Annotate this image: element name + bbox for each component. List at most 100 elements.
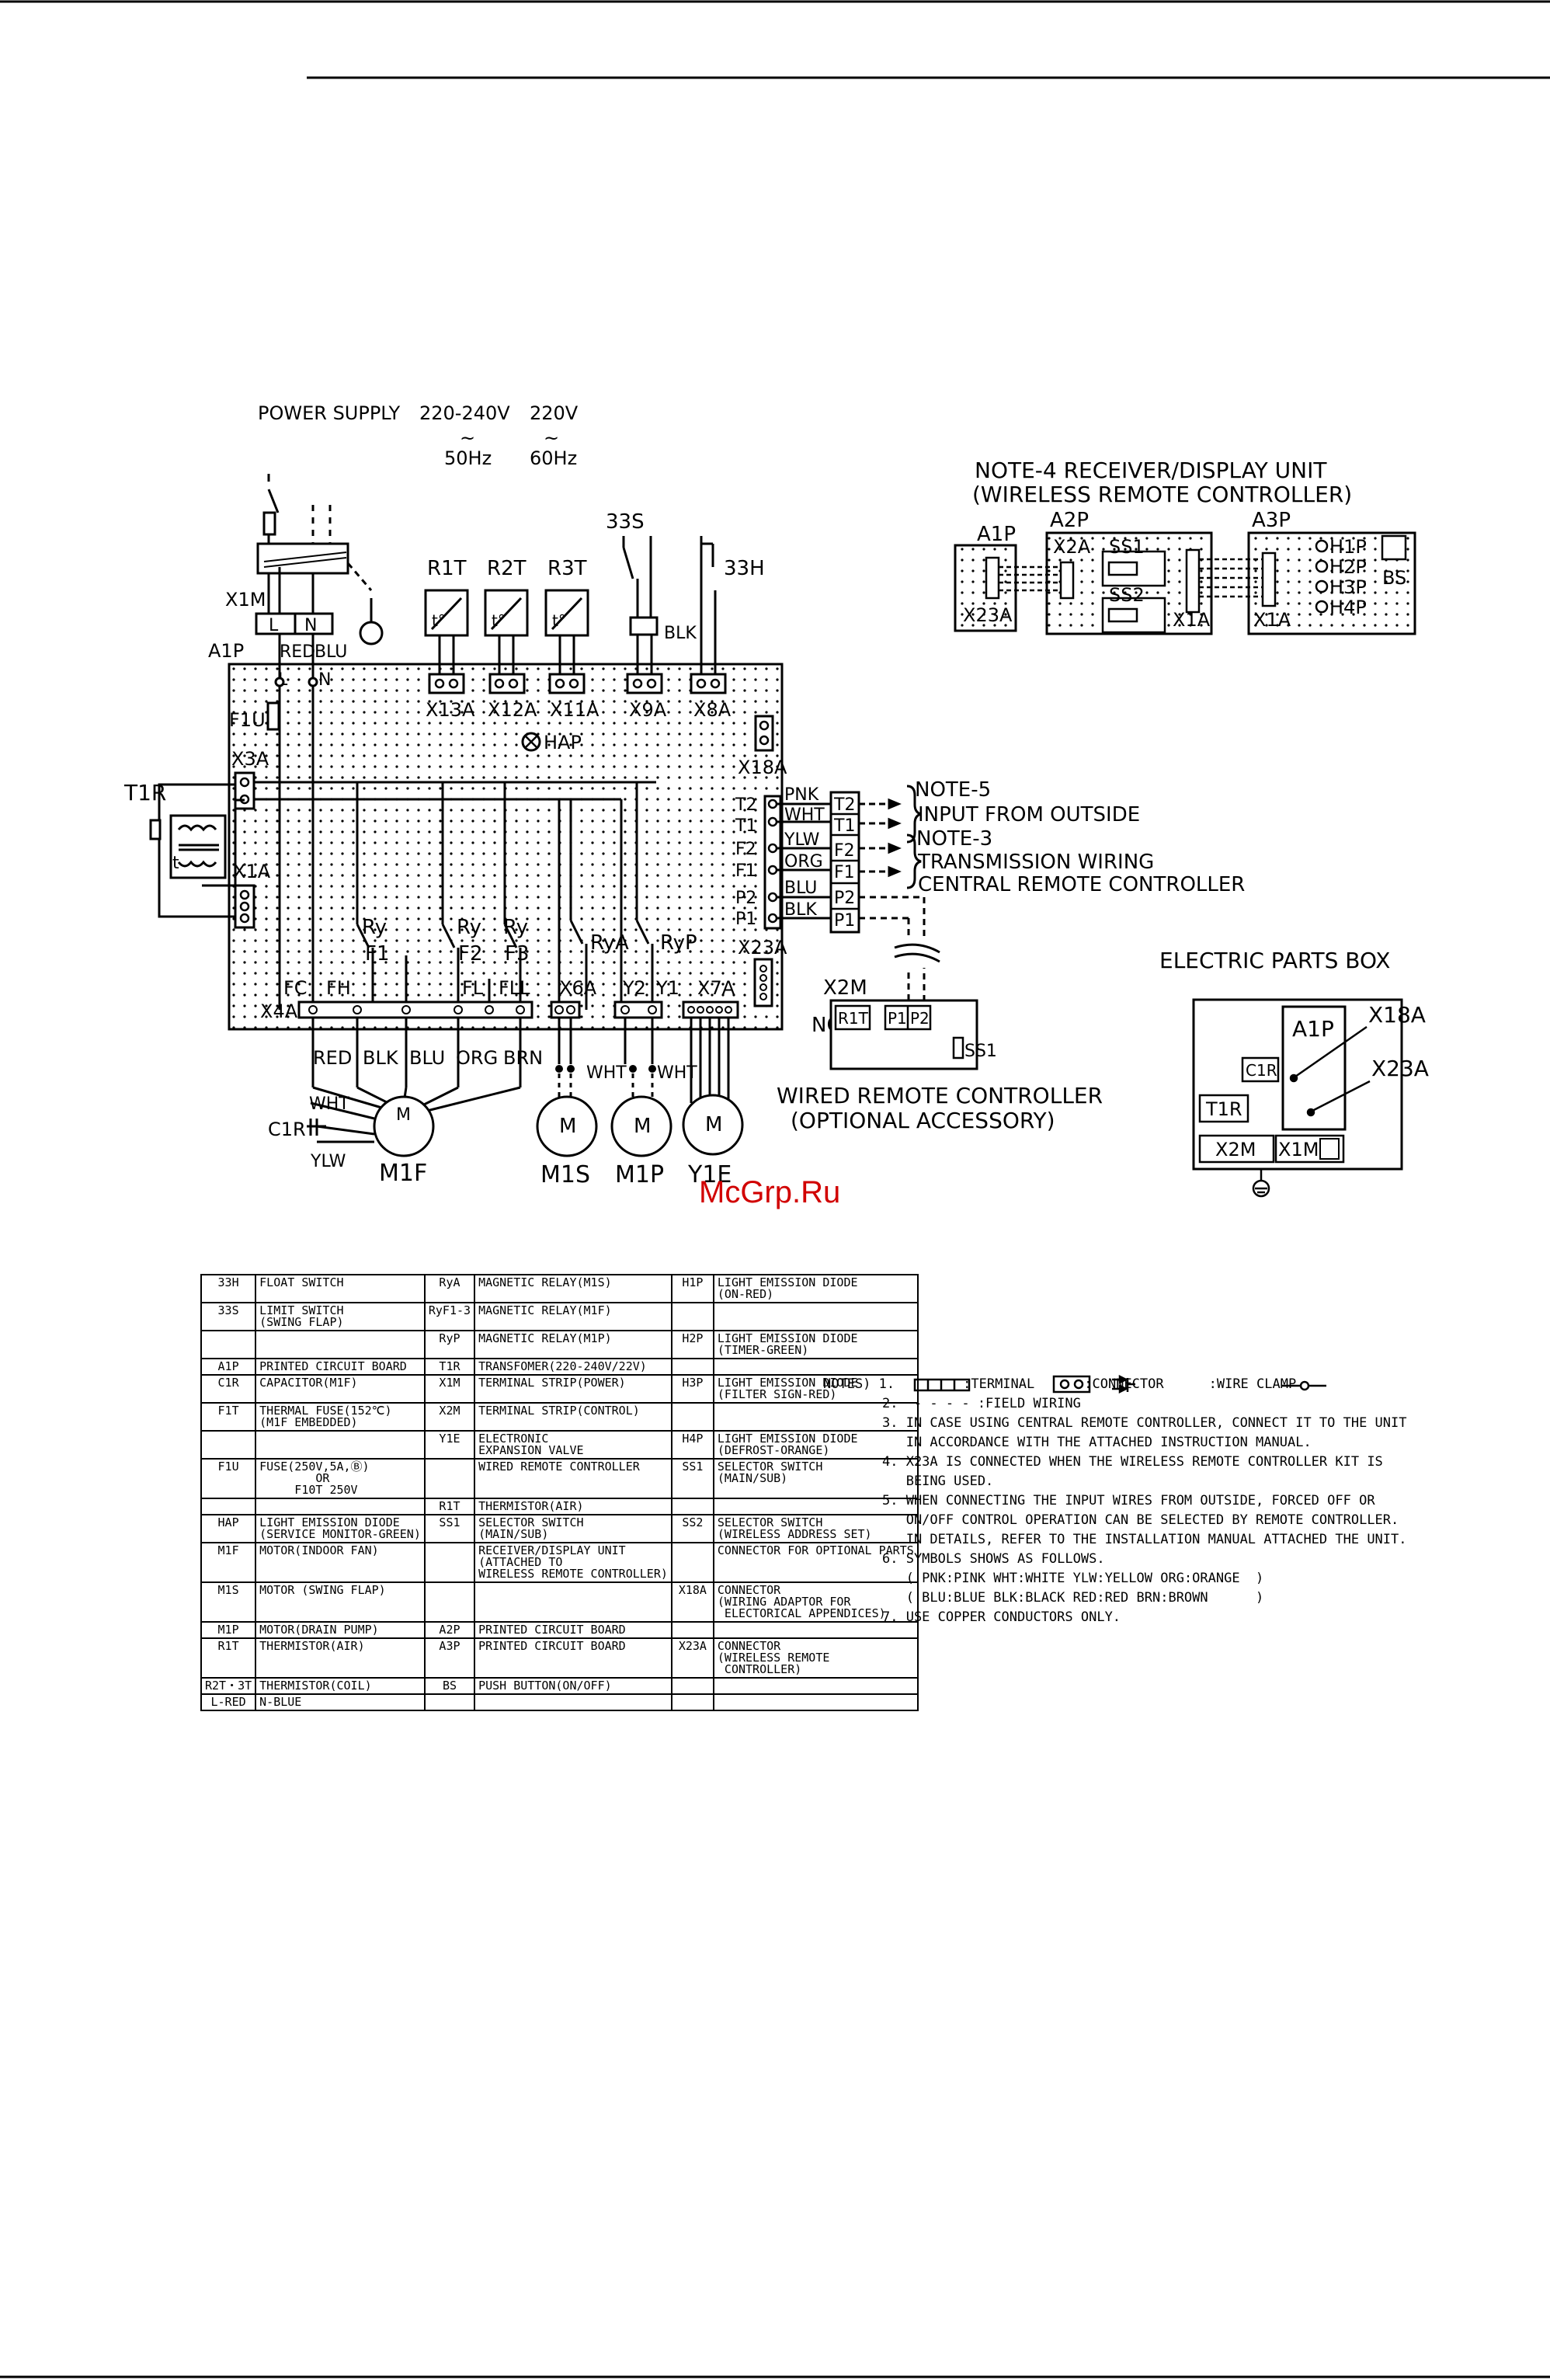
receiver-a2p: A2P — [1050, 509, 1089, 532]
legend-desc: FLOAT SWITCH — [255, 1274, 426, 1303]
legend-code: SS1 — [670, 1458, 714, 1499]
parts-box-title: ELECTRIC PARTS BOX — [1159, 948, 1390, 973]
receiver-x23a: X23A — [963, 604, 1013, 626]
pcb-t1: T1 — [735, 816, 756, 836]
wired-ss1-label: SS1 — [964, 1042, 997, 1061]
top-connector-pins — [434, 678, 721, 689]
receiver-connectors — [985, 534, 1407, 634]
m1s-m: M — [559, 1115, 576, 1138]
legend-code: T1R — [423, 1358, 476, 1376]
note-3a: 3. IN CASE USING CENTRAL REMOTE CONTROLL… — [882, 1415, 1407, 1431]
m1p-label: M1P — [615, 1161, 664, 1188]
fl-label: FL — [462, 977, 484, 999]
parts-box-x23a-label: X23A — [1371, 1056, 1429, 1081]
legend-desc — [255, 1498, 426, 1515]
legend-code — [670, 1358, 714, 1376]
x8a-label: X8A — [693, 699, 732, 721]
legend-code — [670, 1621, 714, 1639]
input-outside-label: INPUT FROM OUTSIDE — [918, 803, 1140, 826]
legend-desc: PRINTED CIRCUIT BOARD — [255, 1358, 426, 1376]
transmission-label: TRANSMISSION WIRING — [917, 851, 1154, 874]
x9a-label: X9A — [629, 699, 667, 721]
legend-code: A1P — [200, 1358, 257, 1376]
limit-float-switches — [622, 536, 717, 674]
legend-desc — [712, 1358, 919, 1376]
legend-code: H4P — [670, 1430, 714, 1460]
y2-label: Y2 — [622, 977, 646, 999]
legend-code — [670, 1542, 714, 1583]
legend-code: X1M — [423, 1374, 476, 1404]
note-6a: ( PNK:PINK WHT:WHITE YLW:YELLOW ORG:ORAN… — [882, 1571, 1264, 1586]
y1e-label: Y1E — [687, 1161, 732, 1188]
legend-code: 33S — [200, 1302, 257, 1331]
voltage-2: 220V — [530, 402, 579, 424]
legend-code — [423, 1542, 476, 1583]
33h-label: 33H — [724, 557, 765, 580]
parts-box-x2m-label: X2M — [1215, 1139, 1256, 1160]
y1-label: Y1 — [655, 977, 679, 999]
legend-code — [670, 1402, 714, 1432]
w-blk: BLK — [784, 900, 817, 920]
x11a-label: X11A — [550, 699, 599, 721]
receiver-leds — [1315, 539, 1329, 614]
legend-desc: CONNECTOR FOR OPTIONAL PARTS — [712, 1542, 919, 1583]
legend-code: RyA — [423, 1274, 476, 1303]
note-5a: 5. WHEN CONNECTING THE INPUT WIRES FROM … — [882, 1493, 1375, 1508]
legend-desc: PUSH BUTTON(ON/OFF) — [474, 1677, 672, 1695]
c-blu: BLU — [409, 1047, 445, 1069]
legend-desc: MOTOR (SWING FLAP) — [255, 1581, 426, 1623]
x12a-label: X12A — [488, 699, 537, 721]
c-red: RED — [313, 1047, 352, 1069]
legend-code: L-RED — [200, 1693, 257, 1711]
notes-block: NOTES) 1.:TERMINAL:CONNECTOR:WIRE CLAMP … — [823, 1375, 1407, 1627]
legend-desc: THERMISTOR(COIL) — [255, 1677, 426, 1695]
legend-desc: MAGNETIC RELAY(M1F) — [474, 1302, 672, 1331]
note-1-connector: :CONNECTOR — [1084, 1376, 1164, 1392]
x2m-t1: T1 — [833, 816, 855, 836]
legend-desc: LIMIT SWITCH (SWING FLAP) — [255, 1302, 426, 1331]
legend-code — [670, 1498, 714, 1515]
parts-box-x2m — [1198, 1134, 1275, 1164]
f1u-label: F1U — [229, 709, 266, 731]
legend-code: R1T — [200, 1637, 257, 1679]
note-4b: BEING USED. — [882, 1474, 994, 1489]
parts-box-a1p-label: A1P — [1292, 1016, 1334, 1042]
central-label: CENTRAL REMOTE CONTROLLER — [918, 873, 1245, 896]
legend-desc — [255, 1330, 426, 1359]
legend-code: A2P — [423, 1621, 476, 1639]
thermistors — [424, 589, 589, 676]
w-blu: BLU — [784, 879, 817, 898]
legend-desc: SELECTOR SWITCH (MAIN/SUB) — [712, 1458, 919, 1499]
legend-desc: PRINTED CIRCUIT BOARD — [474, 1621, 672, 1639]
receiver-x2a: X2A — [1053, 536, 1091, 558]
legend-code: M1P — [200, 1621, 257, 1639]
wired-rc-title: WIRED REMOTE CONTROLLER — [777, 1083, 1103, 1108]
legend-code — [423, 1581, 476, 1623]
rya-label: RyA — [590, 931, 629, 955]
c-blk: BLK — [363, 1047, 399, 1069]
legend-desc — [712, 1302, 919, 1331]
n-dot: N — [318, 670, 331, 690]
motor-wiring — [307, 1018, 744, 1157]
legend-code: RyF1-3 — [423, 1302, 476, 1331]
wired-p1-label: P1 — [888, 1009, 907, 1028]
parts-box-x18a-label: X18A — [1368, 1002, 1426, 1028]
legend-desc — [712, 1498, 919, 1515]
legend-desc: PRINTED CIRCUIT BOARD — [474, 1637, 672, 1679]
r3t-t: t° — [552, 611, 566, 630]
x1m-n: N — [304, 616, 317, 635]
legend-code: SS1 — [423, 1514, 476, 1543]
receiver-h2p: H2P — [1329, 556, 1367, 578]
legend-code — [670, 1677, 714, 1695]
x18a-label: X18A — [738, 757, 787, 778]
receiver-x1a: X1A — [1173, 609, 1211, 631]
note-1-terminal: :TERMINAL — [963, 1376, 1035, 1392]
legend-desc: MAGNETIC RELAY(M1S) — [474, 1274, 672, 1303]
